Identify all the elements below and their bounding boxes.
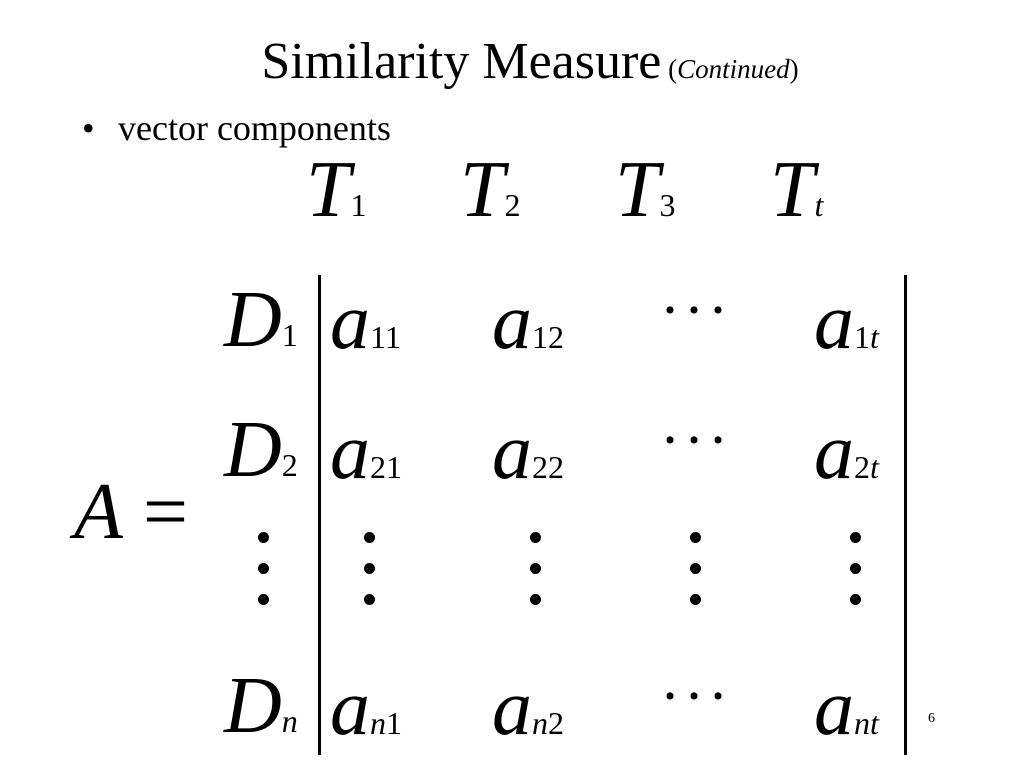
row-label-dn: Dn [224, 662, 298, 750]
matrix-cell-a22: a22 [492, 408, 564, 496]
matrix-cell-a2t: a2t [814, 408, 879, 496]
matrix-right-bar [904, 275, 907, 755]
column-header-tt: Tt [770, 146, 824, 234]
bullet-text: vector components [118, 108, 391, 148]
matrix-cell-a12: a12 [492, 278, 564, 366]
matrix-equation-lhs: A = [74, 468, 188, 556]
vdots-icon [364, 532, 376, 606]
bullet-marker: • [82, 108, 95, 148]
title-main: Similarity Measure [261, 33, 662, 90]
title-subtitle: (Continued) [661, 54, 799, 84]
matrix-cell-ant: ant [814, 664, 879, 752]
slide-title: Similarity Measure (Continued) [0, 36, 1024, 88]
matrix-cell-hdots-row1: ··· [660, 277, 732, 343]
vdots-icon [530, 532, 542, 606]
matrix-cell-a11: a11 [330, 278, 401, 366]
column-header-t2: T2 [460, 146, 521, 234]
vdots-icon [850, 532, 862, 606]
column-header-t1: T1 [306, 146, 367, 234]
matrix-cell-an1: an1 [330, 664, 402, 752]
matrix-cell-an2: an2 [492, 664, 564, 752]
row-label-d1: D1 [224, 276, 298, 364]
column-header-t3: T3 [615, 146, 676, 234]
matrix-cell-hdots-row2: ··· [660, 407, 732, 473]
vdots-icon [690, 532, 702, 606]
bullet-item: • vector components [82, 110, 391, 146]
matrix-left-bar [318, 275, 321, 755]
matrix-cell-a1t: a1t [814, 278, 879, 366]
vdots-icon [258, 532, 270, 606]
row-label-d2: D2 [224, 406, 298, 494]
matrix-cell-hdots-rown: ··· [660, 663, 732, 729]
matrix-cell-a21: a21 [330, 408, 402, 496]
page-number: 6 [928, 711, 935, 726]
